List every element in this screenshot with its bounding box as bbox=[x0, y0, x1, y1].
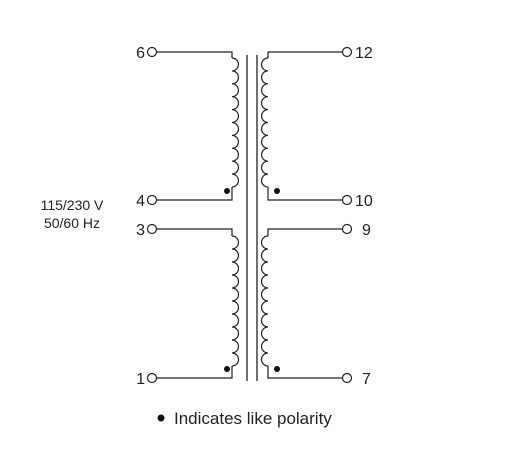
pin-label-10: 10 bbox=[355, 193, 373, 210]
legend-dot bbox=[157, 414, 165, 422]
terminal-pin-3 bbox=[146, 223, 158, 235]
primary-coil-lower bbox=[231, 235, 240, 367]
pin-label-4: 4 bbox=[136, 193, 145, 210]
pin-label-12: 12 bbox=[355, 45, 373, 62]
terminal-pin-7 bbox=[341, 372, 353, 384]
primary-coil-upper bbox=[231, 57, 240, 188]
pin-label-3: 3 bbox=[136, 222, 145, 239]
polarity-dot-secondary-upper bbox=[274, 188, 280, 194]
lead-pin-6 bbox=[157, 51, 233, 58]
terminal-pin-1 bbox=[146, 372, 158, 384]
pin-label-6: 6 bbox=[136, 45, 145, 62]
polarity-dot-primary-upper bbox=[224, 188, 230, 194]
secondary-coil-upper bbox=[260, 57, 269, 188]
lead-pin-9 bbox=[267, 228, 342, 236]
input-frequency-label: 50/60 Hz bbox=[44, 215, 100, 231]
secondary-coil-lower bbox=[260, 235, 269, 367]
terminal-pin-10 bbox=[341, 194, 353, 206]
terminal-pin-12 bbox=[341, 46, 353, 58]
lead-pin-7 bbox=[267, 366, 342, 379]
terminal-pin-6 bbox=[146, 46, 158, 58]
polarity-dot-secondary-lower bbox=[274, 366, 280, 372]
polarity-dot-primary-lower bbox=[224, 366, 230, 372]
pin-label-9: 9 bbox=[362, 222, 371, 239]
lead-pin-1 bbox=[157, 366, 233, 379]
legend-text: Indicates like polarity bbox=[174, 409, 332, 428]
terminal-pin-9 bbox=[341, 223, 353, 235]
lead-pin-3 bbox=[157, 228, 233, 236]
pin-label-1: 1 bbox=[136, 371, 145, 388]
lead-pin-4 bbox=[157, 187, 233, 201]
pin-label-7: 7 bbox=[362, 371, 371, 388]
input-voltage-label: 115/230 V bbox=[41, 197, 104, 213]
lead-pin-10 bbox=[267, 187, 342, 201]
terminal-pin-4 bbox=[146, 194, 158, 206]
lead-pin-12 bbox=[267, 51, 342, 58]
